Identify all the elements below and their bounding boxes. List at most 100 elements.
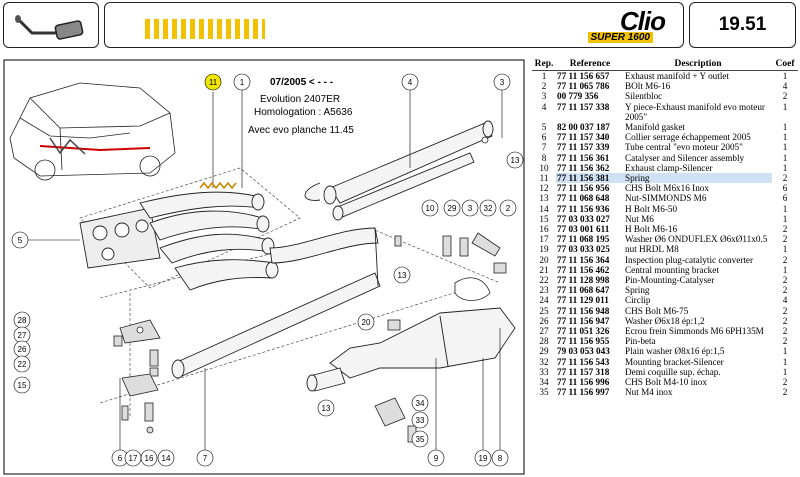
cell-description: Y piece-Exhaust manifold evo moteur 2005… — [625, 101, 765, 122]
date-note: 07/2005 < - - - — [270, 77, 333, 88]
evolution-label: Evolution 2407ER — [260, 94, 340, 105]
cell-rep: 21 — [539, 264, 549, 275]
svg-text:8: 8 — [498, 454, 503, 463]
cell-description: Exhaust manifold + Y outlet — [625, 71, 730, 81]
cell-reference: 77 11 065 786 — [557, 81, 610, 92]
cell-coef: 2 — [782, 326, 788, 337]
exhaust-exploded-diagram: 07/2005 < - - - Evolution 2407ER Homolog… — [3, 59, 525, 475]
svg-text:3: 3 — [468, 204, 473, 213]
cell-reference: 00 779 356 — [557, 91, 599, 102]
cell-description: Plain washer Ø8x16 ép:1,5 — [625, 346, 725, 357]
cell-coef: 2 — [782, 387, 788, 398]
cell-rep: 14 — [539, 203, 549, 214]
svg-text:14: 14 — [162, 454, 171, 463]
cell-coef: 1 — [782, 162, 788, 173]
svg-text:13: 13 — [322, 404, 331, 413]
cell-description: Manifold gasket — [625, 122, 685, 133]
cell-rep: 12 — [539, 183, 549, 194]
cell-description: Nut M6 — [625, 213, 654, 224]
cell-description: Inspection plug-catalytic converter — [625, 254, 754, 265]
cell-reference: 77 11 156 948 — [557, 305, 610, 316]
svg-text:5: 5 — [18, 236, 23, 245]
cell-description: Circlip — [625, 295, 651, 306]
cell-reference: 79 03 053 043 — [557, 346, 610, 357]
cell-rep: 25 — [539, 305, 549, 316]
cell-coef: 2 — [782, 224, 788, 235]
cell-rep: 5 — [541, 122, 547, 133]
brand-logo: Clio — [619, 6, 666, 36]
svg-text:20: 20 — [362, 318, 371, 327]
cell-reference: 77 11 156 936 — [557, 203, 610, 214]
cell-description: H Bolt M6-16 — [625, 224, 678, 235]
car-sketch — [9, 82, 176, 181]
part-manifold-gasket — [79, 207, 161, 269]
cell-coef: 4 — [782, 295, 788, 306]
cell-reference: 77 11 157 340 — [557, 132, 610, 143]
cell-rep: 8 — [541, 152, 547, 163]
page-number: 19.51 — [718, 14, 767, 35]
cell-reference: 77 11 051 326 — [557, 326, 610, 337]
cell-coef: 4 — [782, 81, 788, 92]
exhaust-silencer-icon — [15, 15, 84, 40]
evo-note: Avec evo planche 11.45 — [248, 125, 354, 136]
cell-reference: 77 11 156 361 — [557, 152, 610, 163]
svg-text:2: 2 — [506, 204, 511, 213]
svg-text:15: 15 — [18, 381, 27, 390]
cell-coef: 1 — [782, 356, 788, 367]
cell-reference: 77 11 157 318 — [557, 366, 610, 377]
svg-text:26: 26 — [18, 345, 27, 354]
cell-reference: 77 11 156 997 — [557, 387, 610, 398]
part-exhaust-manifold — [139, 191, 279, 291]
cell-rep: 7 — [541, 142, 547, 153]
cell-description: CHS Bolt M6x16 Inox — [625, 183, 709, 194]
cell-reference: 77 11 156 362 — [557, 162, 610, 173]
cell-rep: 10 — [539, 162, 549, 173]
cell-reference: 77 03 033 027 — [557, 213, 610, 224]
cell-reference: 77 11 128 998 — [557, 275, 610, 286]
callouts: 11 1 4 3 13 5 13 10 29 3 32 2 28 27 26 2… — [11, 73, 524, 467]
cell-coef: 1 — [782, 132, 788, 143]
part-catalyser-silencer — [306, 307, 516, 392]
cell-reference: 77 11 156 657 — [557, 71, 610, 81]
svg-text:28: 28 — [18, 316, 27, 325]
cell-description: Demi coquille sup. échap. — [625, 366, 721, 377]
cell-rep: 35 — [539, 387, 549, 398]
cell-reference: 77 11 068 195 — [557, 234, 610, 245]
cell-rep: 4 — [541, 101, 547, 112]
cell-description: CHS Bolt M6-75 — [625, 305, 689, 316]
cell-description: Washer Ø6 ONDUFLEX Ø6xØ11x0.5 — [625, 234, 768, 245]
cell-coef: 1 — [782, 203, 788, 214]
